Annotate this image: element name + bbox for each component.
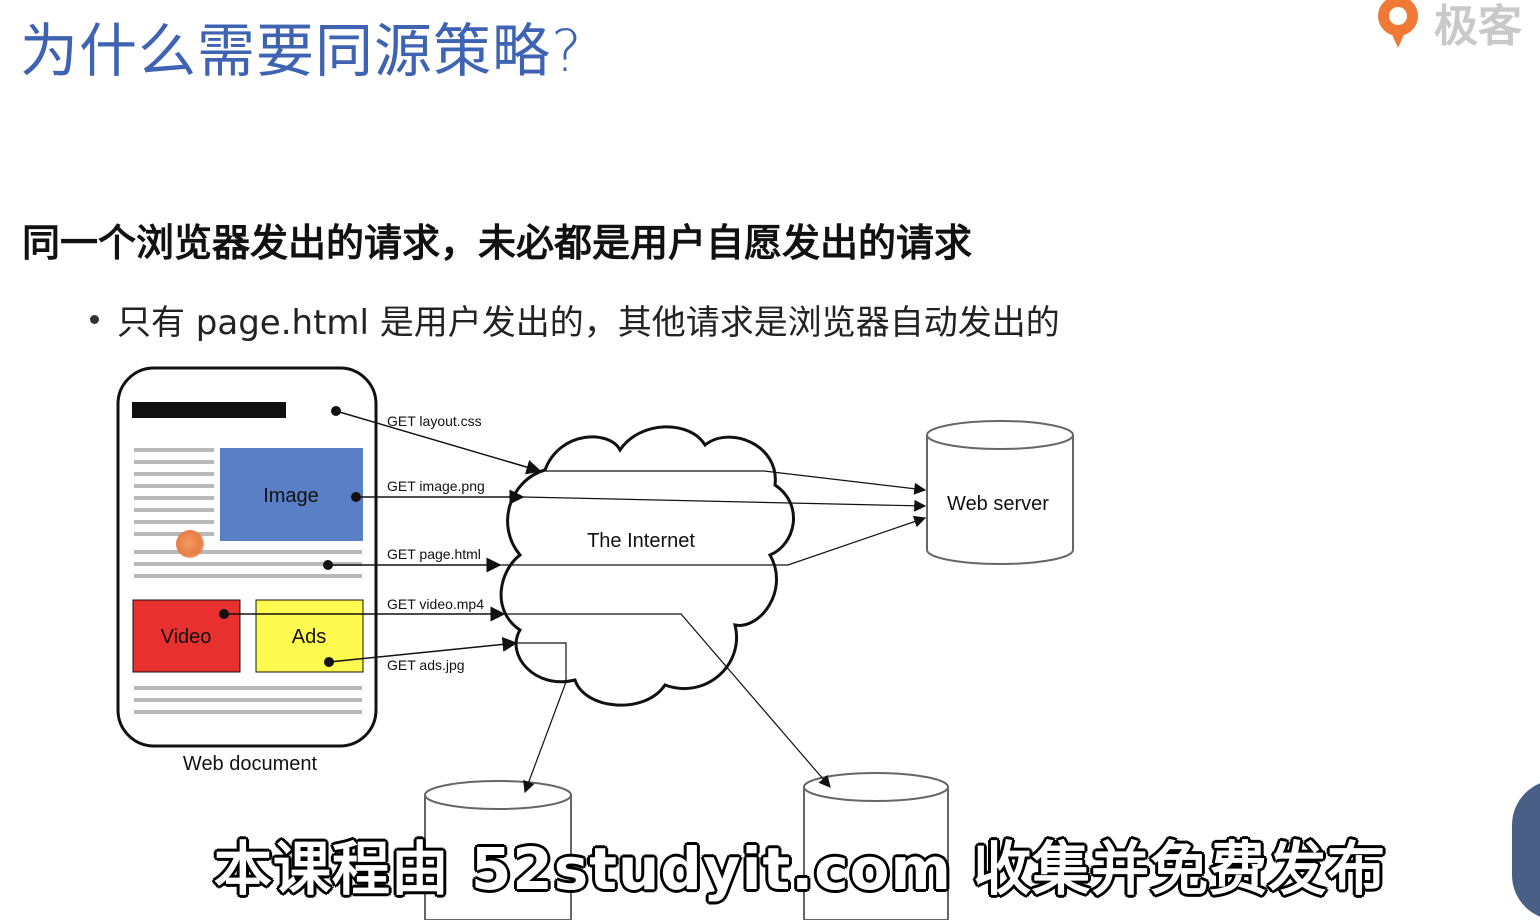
logo-text: 极客 xyxy=(1434,1,1522,52)
brand-logo: 极客 xyxy=(1370,0,1540,60)
route-image xyxy=(522,496,927,512)
route-page xyxy=(500,515,927,566)
section-heading: 同一个浏览器发出的请求，未必都是用户自愿发出的请求 xyxy=(22,221,973,265)
bullet-dot-icon xyxy=(90,315,99,324)
web-server-label: Web server xyxy=(947,493,1049,515)
ads-label: Ads xyxy=(292,626,326,648)
request-label-image: GET image.png xyxy=(387,478,485,494)
pointer-icon xyxy=(176,530,204,558)
internet-label: The Internet xyxy=(587,530,695,552)
request-arrows xyxy=(224,410,542,663)
route-layout xyxy=(540,470,927,495)
route-video xyxy=(504,613,831,788)
web-document: Image Video Ads Web document xyxy=(116,366,378,775)
web-server: Web server xyxy=(926,420,1074,565)
internet-routes xyxy=(500,470,927,794)
arrow-layout xyxy=(335,410,542,475)
arrow-ads xyxy=(328,636,518,663)
image-label: Image xyxy=(263,485,319,507)
request-label-video: GET video.mp4 xyxy=(387,596,484,612)
database-left xyxy=(424,780,572,920)
route-ads xyxy=(516,642,567,794)
logo-icon xyxy=(1378,0,1418,48)
request-label-ads: GET ads.jpg xyxy=(387,657,465,673)
slide-title: 为什么需要同源策略? xyxy=(20,17,583,85)
video-label: Video xyxy=(161,626,212,648)
request-labels: GET layout.css GET image.png GET page.ht… xyxy=(387,413,485,673)
request-label-layout: GET layout.css xyxy=(387,413,482,429)
cloud-outline xyxy=(499,425,795,707)
web-document-label: Web document xyxy=(183,753,318,775)
image-box xyxy=(220,448,363,541)
document-title-bar xyxy=(132,402,286,418)
bullet-text: 只有 page.html 是用户发出的，其他请求是浏览器自动发出的 xyxy=(117,303,1060,343)
internet-cloud: The Internet xyxy=(499,425,795,707)
request-label-page: GET page.html xyxy=(387,546,481,562)
video-subtitle: 本课程由 52studyit.com 收集并免费发布 xyxy=(213,835,1387,903)
bullet-item: 只有 page.html 是用户发出的，其他请求是浏览器自动发出的 xyxy=(90,295,1060,344)
edge-avatar xyxy=(1512,780,1540,920)
database-right xyxy=(803,772,949,920)
